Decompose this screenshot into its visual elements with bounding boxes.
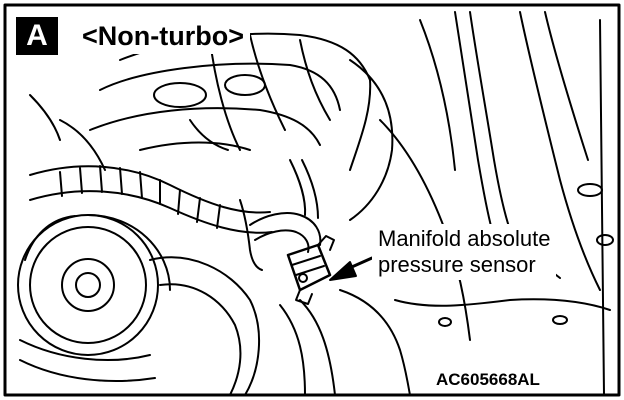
callout-arrow-head <box>329 261 357 281</box>
right-side-bracket <box>379 11 614 396</box>
engine-block <box>29 94 411 396</box>
figure-code-id: AC605668 <box>436 370 518 389</box>
figure-frame <box>3 3 621 397</box>
drive-belt <box>19 256 260 396</box>
corrugated-hose <box>29 165 273 234</box>
variant-label: <Non-turbo> <box>76 18 250 54</box>
panel-letter-badge: A <box>16 17 58 55</box>
crankshaft-pulley <box>17 214 171 356</box>
vacuum-hose <box>239 159 322 271</box>
callout-line-2: pressure sensor <box>378 252 536 277</box>
figure-code: AC605668AL <box>432 370 544 390</box>
intake-manifold <box>89 32 394 221</box>
map-sensor <box>286 235 335 305</box>
callout-line-1: Manifold absolute <box>378 226 551 251</box>
figure-code-suffix: AL <box>517 370 540 389</box>
sensor-callout: Manifold absolute pressure sensor <box>372 224 557 280</box>
